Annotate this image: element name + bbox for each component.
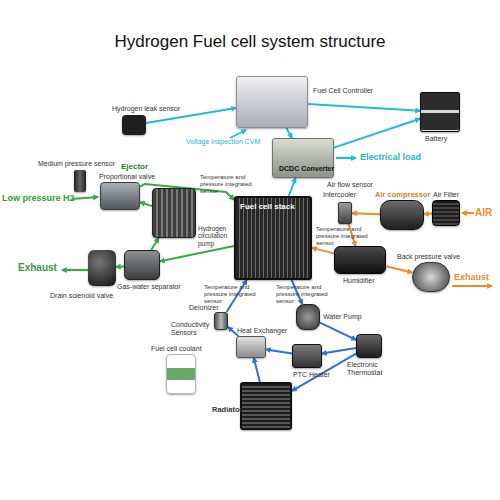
flow-connector [116,265,124,268]
component-label: Heat Exchanger [237,327,287,335]
flow-connector [424,213,432,215]
valve-icon: Drain solenoid valve [88,250,116,286]
component-label: Conductivity Sensors [171,321,213,337]
flow-connector [140,202,152,206]
valve-icon: EjectorProportional valve [100,182,140,210]
pump-icon: Water Pump [296,304,320,330]
flow-label: Voltage inspection CVM [186,138,260,146]
component-label: Water Pump [323,313,362,321]
flow-label: Temperature and pressure integrated sens… [204,284,270,305]
flow-connector [289,178,296,196]
flow-connector [151,238,158,250]
cvm-arrow [230,130,246,138]
component-label: Air flow sensor [327,181,373,189]
valve-icon: Back pressure valve [412,262,450,292]
coolant-bottle: Fuel cell coolant [166,354,196,394]
hydrogen-inlet-arrow [72,197,98,199]
air-inlet-arrow [462,212,474,214]
flow-connector [352,213,380,214]
pump-icon: Hydrogen circulation pump [152,188,196,238]
load-arrow [336,157,356,159]
component-label: Air compressor [375,191,430,200]
thermostat-icon: Electronic Thermostat [356,334,382,358]
component-label: Battery [425,135,447,143]
stack-icon: Fuel cell stack [234,196,312,280]
component-label: Deionizer [189,304,219,312]
air-exhaust-arrow [452,285,492,287]
filter-icon: Air Filter [432,200,460,226]
component-label: DCDC Converter [279,165,334,173]
diagram-title: Hydrogen Fuel cell system structure [0,32,500,52]
exchanger-icon: Heat Exchanger [236,336,266,358]
heater-icon: PTC Heater [292,344,322,368]
flow-connector [254,358,260,382]
converter-icon: DCDC Converter [272,138,334,178]
flow-label: Exhaust [454,272,489,282]
flow-label: Exhaust [18,262,57,274]
flow-connector [160,246,234,261]
flow-label: Temperature and pressure integrated sens… [316,226,386,247]
component-label: Intercooler [323,191,356,199]
component-label: Fuel cell stack [240,202,295,211]
component-label: Back pressure valve [397,253,460,261]
component-label: Medium pressure sensor [38,160,115,168]
controller-icon: Fuel Cell Controller [236,76,308,128]
flow-connector [228,327,238,336]
component-label: Fuel Cell Controller [313,87,373,95]
flow-connector [320,323,356,340]
component-label: Ejector [121,162,148,171]
component-label: PTC Heater [293,371,330,379]
separator-icon: Gas-water separator [124,250,160,280]
flow-connector [334,119,420,148]
flow-label: Electrical load [360,152,421,162]
component-label: Electronic Thermostat [347,361,395,377]
sensor-icon: Medium pressure sensor [74,170,86,192]
humidifier-icon: Humidifier [334,246,386,274]
component-label: Proportional valve [99,173,155,181]
flow-connector [322,348,356,354]
flow-connector [308,104,420,111]
flow-connector [266,349,292,353]
flow-label: Temperature and pressure integrated sens… [200,174,270,195]
intercooler-icon: Air flow sensorIntercooler [338,202,352,224]
flow-label: Low pressure H2 [2,193,75,203]
flow-connector [312,248,334,254]
radiator-icon: Radiator [240,382,292,430]
compressor-icon: Air compressor [380,200,424,230]
flow-label: AIR [475,207,492,219]
flow-connector [286,128,292,138]
deionizer-icon: DeionizerConductivity Sensors [214,312,228,330]
component-label: Hydrogen leak sensor [112,105,180,113]
component-label: Fuel cell coolant [151,345,202,353]
edge-group [116,104,432,391]
sensor-icon: Hydrogen leak sensor [122,115,146,135]
flow-connector [386,266,412,272]
component-label: Gas-water separator [117,283,181,291]
component-label: Drain solenoid valve [50,292,113,300]
component-label: Air Filter [433,191,459,199]
component-label: Hydrogen circulation pump [198,225,236,247]
battery-icon: Battery [420,92,460,132]
component-label: Radiator [212,406,242,415]
component-label: Humidifier [343,277,375,285]
flow-label: Temperature and pressure integrated sens… [276,284,342,305]
hydrogen-exhaust-arrow [62,269,88,271]
